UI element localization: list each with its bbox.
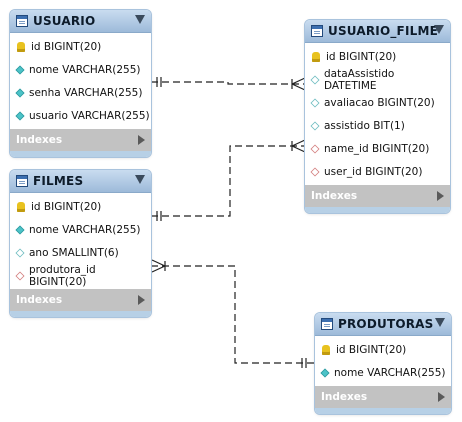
table-usuario-filme[interactable]: USUARIO_FILME id BIGINT(20) dataAssistid…	[305, 20, 450, 213]
column-label: name_id BIGINT(20)	[324, 142, 430, 155]
table-bottom-strip	[10, 151, 151, 157]
column-row[interactable]: id BIGINT(20)	[10, 195, 151, 218]
table-produtoras[interactable]: PRODUTORAS id BIGINT(20) nome VARCHAR(25…	[315, 313, 451, 414]
column-label: user_id BIGINT(20)	[324, 165, 423, 178]
column-label: id BIGINT(20)	[336, 343, 407, 356]
relationship-filmes-produtoras	[151, 265, 315, 364]
nullable-column-icon	[310, 74, 320, 85]
collapse-arrow-icon[interactable]	[434, 25, 444, 34]
column-row[interactable]: user_id BIGINT(20)	[305, 160, 450, 183]
table-title: FILMES	[33, 174, 84, 188]
key-icon	[17, 41, 25, 52]
column-label: usuario VARCHAR(255)	[29, 109, 150, 122]
expand-arrow-icon[interactable]	[437, 191, 444, 201]
indexes-section[interactable]: Indexes	[305, 185, 450, 207]
column-row[interactable]: nome VARCHAR(255)	[10, 58, 151, 81]
indexes-label: Indexes	[16, 134, 63, 146]
foreign-key-icon	[15, 270, 25, 281]
column-label: avaliacao BIGINT(20)	[324, 96, 435, 109]
column-icon	[15, 224, 25, 235]
indexes-section[interactable]: Indexes	[10, 129, 151, 151]
column-row[interactable]: assistido BIT(1)	[305, 114, 450, 137]
expand-arrow-icon[interactable]	[138, 295, 145, 305]
foreign-key-icon	[310, 143, 320, 154]
column-label: nome VARCHAR(255)	[29, 223, 141, 236]
column-row[interactable]: avaliacao BIGINT(20)	[305, 91, 450, 114]
table-icon	[16, 15, 28, 27]
nullable-column-icon	[310, 97, 320, 108]
table-header[interactable]: USUARIO	[10, 10, 151, 33]
table-bottom-strip	[305, 207, 450, 213]
column-row[interactable]: ano SMALLINT(6)	[10, 241, 151, 264]
column-row[interactable]: nome VARCHAR(255)	[10, 218, 151, 241]
collapse-arrow-icon[interactable]	[135, 15, 145, 24]
indexes-label: Indexes	[16, 294, 63, 306]
table-header[interactable]: USUARIO_FILME	[305, 20, 450, 43]
foreign-key-icon	[310, 166, 320, 177]
column-label: senha VARCHAR(255)	[29, 86, 143, 99]
table-icon	[16, 175, 28, 187]
column-label: id BIGINT(20)	[31, 200, 102, 213]
indexes-section[interactable]: Indexes	[10, 289, 151, 311]
table-header[interactable]: PRODUTORAS	[315, 313, 451, 336]
table-title: PRODUTORAS	[338, 317, 434, 331]
column-label: assistido BIT(1)	[324, 119, 405, 132]
column-row[interactable]: id BIGINT(20)	[315, 338, 451, 361]
column-label: produtora_id BIGINT(20)	[29, 263, 96, 288]
key-icon	[322, 344, 330, 355]
indexes-label: Indexes	[321, 391, 368, 403]
table-title: USUARIO_FILME	[328, 24, 439, 38]
relationship-usuario-usuario-filme	[151, 81, 305, 85]
column-row[interactable]: produtora_id BIGINT(20)	[10, 263, 151, 288]
column-label: dataAssistido DATETIME	[324, 67, 395, 92]
column-label: nome VARCHAR(255)	[334, 366, 446, 379]
table-icon	[321, 318, 333, 330]
key-icon	[17, 201, 25, 212]
expand-arrow-icon[interactable]	[138, 135, 145, 145]
column-row[interactable]: id BIGINT(20)	[305, 45, 450, 68]
nullable-column-icon	[310, 120, 320, 131]
crowfoot-usuario-filme-2	[291, 139, 306, 153]
column-row[interactable]: id BIGINT(20)	[10, 35, 151, 58]
table-bottom-strip	[10, 311, 151, 317]
expand-arrow-icon[interactable]	[438, 392, 445, 402]
column-row[interactable]: nome VARCHAR(255)	[315, 361, 451, 384]
column-row[interactable]: dataAssistido DATETIME	[305, 67, 450, 92]
crowfoot-filmes	[151, 259, 166, 273]
table-header[interactable]: FILMES	[10, 170, 151, 193]
column-row[interactable]: usuario VARCHAR(255)	[10, 104, 151, 127]
nullable-column-icon	[15, 247, 25, 258]
column-label: id BIGINT(20)	[31, 40, 102, 53]
column-label: nome VARCHAR(255)	[29, 63, 141, 76]
table-title: USUARIO	[33, 14, 96, 28]
table-bottom-strip	[315, 408, 451, 414]
column-label: id BIGINT(20)	[326, 50, 397, 63]
table-usuario[interactable]: USUARIO id BIGINT(20) nome VARCHAR(255) …	[10, 10, 151, 157]
column-icon	[15, 110, 25, 121]
collapse-arrow-icon[interactable]	[435, 318, 445, 327]
column-icon	[15, 87, 25, 98]
key-icon	[312, 51, 320, 62]
column-label: ano SMALLINT(6)	[29, 246, 119, 259]
column-row[interactable]: name_id BIGINT(20)	[305, 137, 450, 160]
indexes-label: Indexes	[311, 190, 358, 202]
column-icon	[15, 64, 25, 75]
indexes-section[interactable]: Indexes	[315, 386, 451, 408]
crowfoot-usuario-filme-1	[291, 77, 306, 91]
relationship-filmes-usuario-filme	[151, 145, 305, 217]
collapse-arrow-icon[interactable]	[135, 175, 145, 184]
table-icon	[311, 25, 323, 37]
column-icon	[320, 367, 330, 378]
column-row[interactable]: senha VARCHAR(255)	[10, 81, 151, 104]
table-filmes[interactable]: FILMES id BIGINT(20) nome VARCHAR(255) a…	[10, 170, 151, 317]
